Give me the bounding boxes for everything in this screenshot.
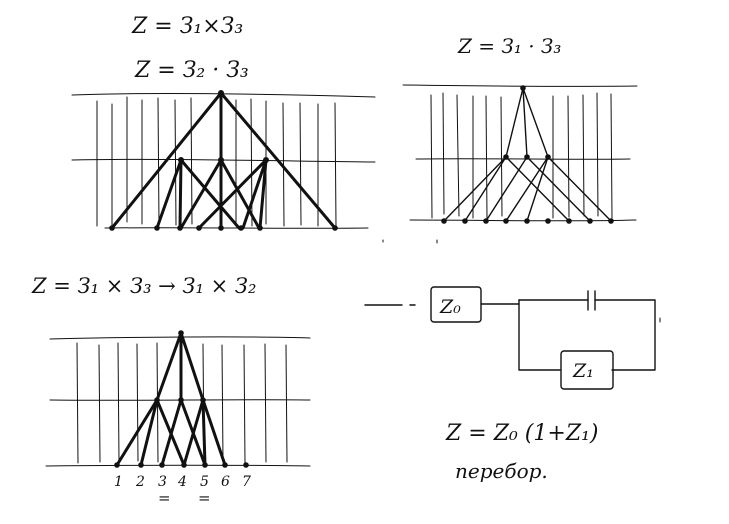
formula-bottom-right: Z = Z₀ (1+Z₁)	[445, 421, 599, 446]
capacitor-symbol	[594, 299, 656, 371]
underline-mark-1: =	[158, 489, 171, 507]
leaf-number-4: 4	[177, 474, 187, 490]
impedance-box-z1	[560, 350, 614, 390]
tree-diagram-bottom-left: 1 2 3 4 5 6 7 = =	[45, 330, 311, 507]
tree-diagram-top-left	[71, 90, 376, 231]
formula-top-left-1: Z = З₁×З₃	[131, 14, 243, 39]
formula-top-left-2: Z = З₂ · З₃	[134, 58, 249, 83]
leaf-number-3: 3	[158, 474, 167, 490]
leaf-number-6: 6	[221, 474, 230, 490]
leaf-number-7: 7	[242, 474, 251, 490]
impedance-label-z1: Z₁	[572, 360, 594, 382]
leaf-number-1: 1	[114, 474, 123, 490]
leaf-number-5: 5	[200, 474, 209, 490]
impedance-label-z0: Z₀	[439, 296, 461, 318]
underline-mark-2: =	[198, 489, 211, 507]
formula-top-right: Z = З₁ · З₃	[457, 34, 561, 58]
note-enumeration: перебор.	[455, 459, 548, 483]
impedance-circuit: Z₀ Z₁	[364, 286, 661, 390]
tree-diagram-top-right	[382, 84, 638, 244]
leaf-number-2: 2	[135, 474, 145, 490]
formula-middle-left: Z = З₁ × З₃ → З₁ × З₂	[31, 274, 256, 298]
